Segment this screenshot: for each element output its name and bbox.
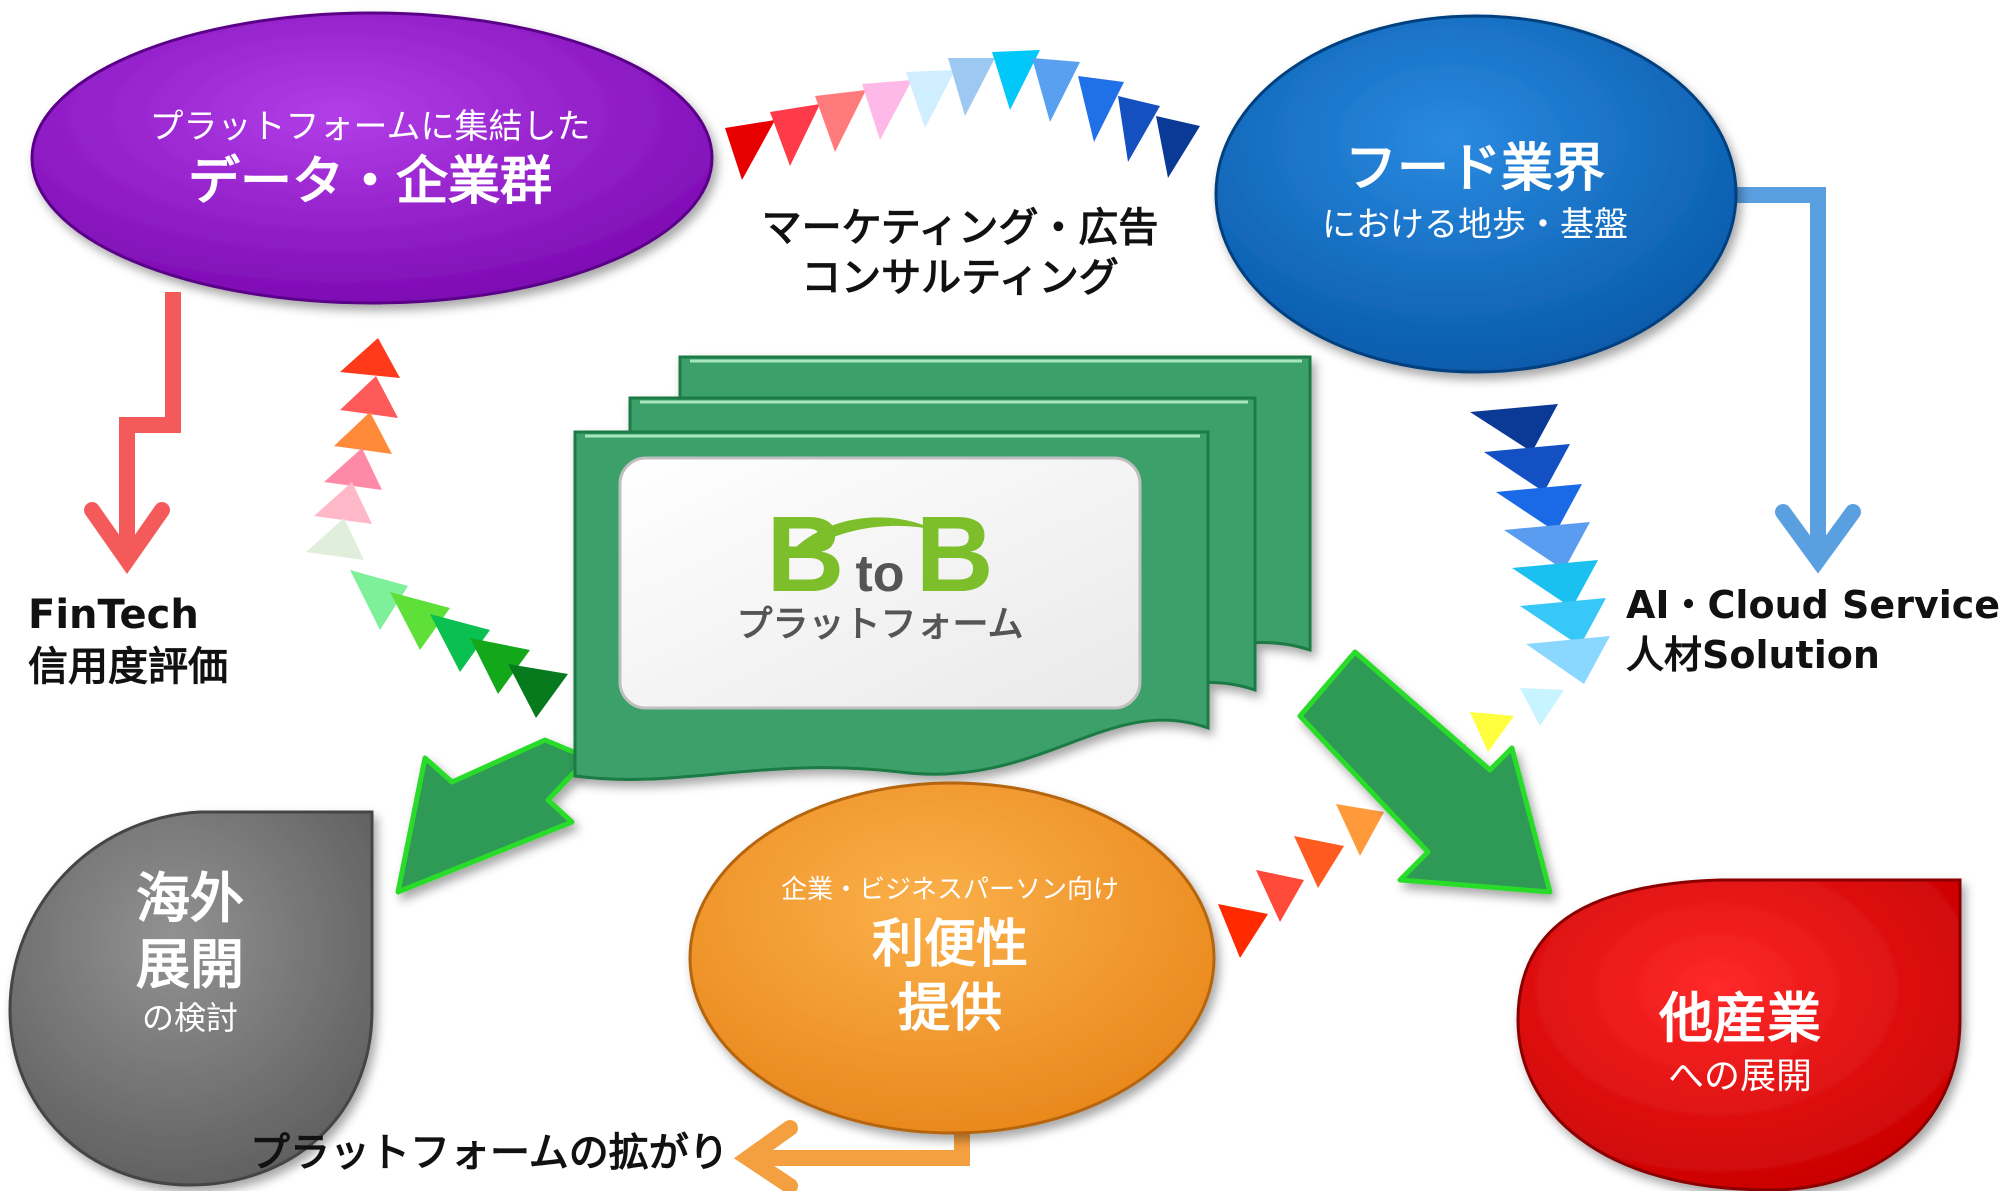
overseas-node-line1: 海外 [136,867,244,930]
bottom-right-triangle-chain [1218,688,1564,958]
logo-b-right: B [915,493,994,614]
fintech-label-line2: 信用度評価 [28,644,228,690]
other-industry-node-line2: への展開 [1667,1056,1812,1098]
fintech-label: FinTech 信用度評価 [28,592,328,690]
platform-stack [573,355,1312,781]
food-node-line1: フード業界 [1344,139,1605,199]
logo-b-left: B [766,493,845,614]
convenience-node-line3: 提供 [897,978,1002,1039]
ai-label-line1: AI・Cloud Service [1626,583,2001,627]
other-industry-node-label: 他産業 への展開 [1590,987,1890,1098]
convenience-node-line2: 利便性 [871,914,1028,975]
convenience-node-label: 企業・ビジネスパーソン向け 利便性 提供 [730,875,1170,1039]
marketing-label-line1: マーケティング・広告 [761,205,1159,251]
marketing-triangle-arc [725,50,1200,180]
left-triangle-chain [306,338,568,718]
food-node-line2: における地歩・基盤 [1322,204,1628,245]
overseas-node-line2: 展開 [136,933,244,997]
btob-logo: B to B プラットフォーム [720,500,1040,646]
convenience-node-shape [688,781,1216,1135]
data-node-line1: プラットフォームに集結した [149,107,591,147]
ai-arrow [1735,187,1861,574]
other-industry-big-arrow [1297,649,1553,895]
overseas-node-shape [8,810,374,1187]
food-node-label: フード業界 における地歩・基盤 [1260,139,1690,245]
overseas-node-label: 海外 展開 の検討 [60,867,320,1038]
right-triangle-chain [1470,404,1610,684]
ai-label-line2: 人材Solution [1626,632,1880,677]
overseas-big-arrow [395,737,591,895]
data-node-line2: データ・企業群 [187,152,552,213]
convenience-node-line1: 企業・ビジネスパーソン向け [780,875,1119,905]
logo-swoosh-icon [795,517,935,556]
ai-label: AI・Cloud Service 人材Solution [1626,583,2010,677]
logo-to: to [855,545,905,603]
other-industry-node-line1: 他産業 [1659,987,1821,1050]
other-industry-node-shape [1516,878,1962,1191]
logo-subtitle: プラットフォーム [736,604,1024,645]
marketing-label: マーケティング・広告 コンサルティング [745,205,1175,301]
fintech-arrow [84,292,181,574]
fintech-label-line1: FinTech [28,592,199,638]
data-node-label: プラットフォームに集結した データ・企業群 [80,107,660,213]
spread-label: プラットフォームの拡がり [250,1130,729,1176]
data-node-shape [30,11,714,305]
overseas-node-line3: の検討 [141,999,238,1038]
food-node-shape [1214,14,1738,374]
marketing-label-line2: コンサルティング [801,255,1119,301]
